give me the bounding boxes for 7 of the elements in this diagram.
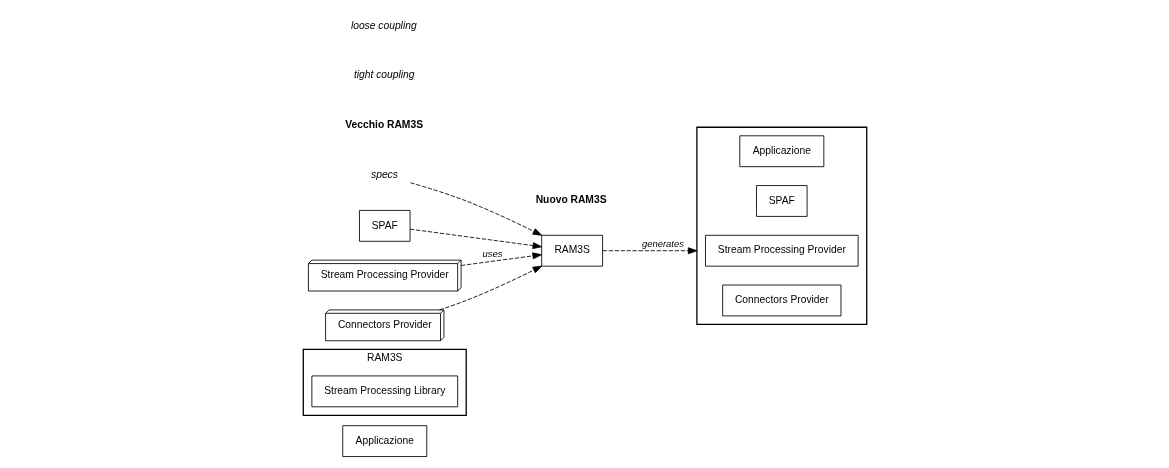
label: Nuovo RAM3S: [535, 193, 607, 205]
label: Vecchio RAM3S: [344, 119, 423, 131]
edge-label: uses: [482, 248, 502, 260]
label: tight coupling: [353, 69, 414, 81]
edge-label: generates: [641, 238, 684, 250]
label: loose coupling: [350, 19, 417, 31]
node-text: specs: [370, 168, 398, 180]
